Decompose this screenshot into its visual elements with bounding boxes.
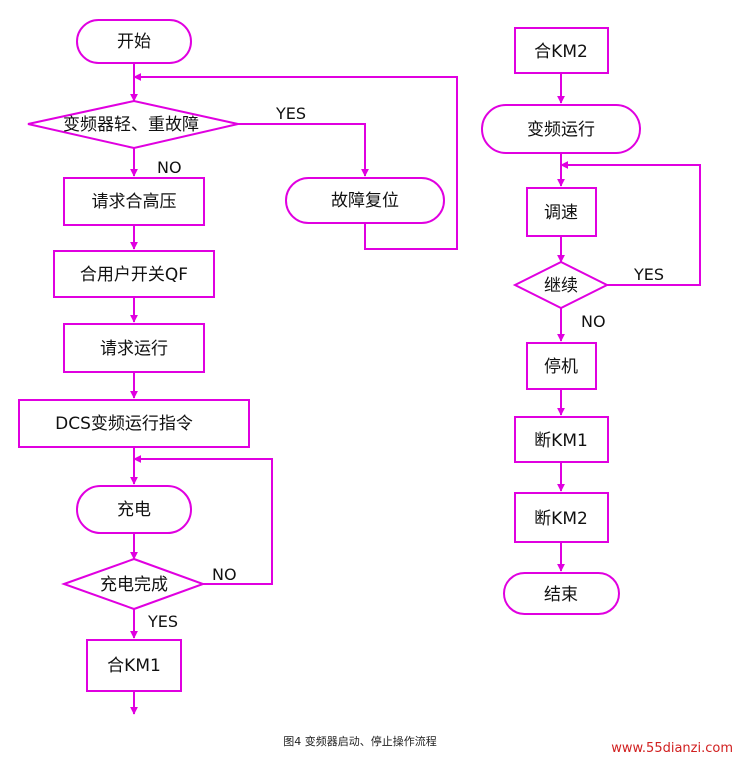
node-dcs-command-label: DCS变频运行指令 xyxy=(55,414,193,434)
edge-label-fault-no: NO xyxy=(157,158,182,177)
decision-charge-done-label: 充电完成 xyxy=(100,575,168,595)
node-speed-adjust-label: 调速 xyxy=(544,203,578,223)
node-open-km1: 断KM1 xyxy=(514,416,609,463)
decision-charge-done: 充电完成 xyxy=(61,557,206,611)
edge-label-fault-yes: YES xyxy=(275,104,306,123)
node-charge-label: 充电 xyxy=(117,500,151,520)
node-end: 结束 xyxy=(503,572,620,615)
node-open-km1-label: 断KM1 xyxy=(534,431,588,451)
node-start-label: 开始 xyxy=(117,32,151,52)
node-vfd-run: 变频运行 xyxy=(481,104,641,154)
edge-reset-loop-back xyxy=(133,73,458,250)
node-close-km1-label: 合KM1 xyxy=(107,656,161,676)
decision-continue-label: 继续 xyxy=(544,276,578,296)
edge-done-no-loop xyxy=(133,455,273,585)
node-speed-adjust: 调速 xyxy=(526,187,597,237)
decision-fault-check: 变频器轻、重故障 xyxy=(27,99,239,150)
node-close-km2-label: 合KM2 xyxy=(534,42,588,62)
node-open-km2: 断KM2 xyxy=(514,492,609,543)
node-fault-reset: 故障复位 xyxy=(285,177,445,224)
node-start: 开始 xyxy=(76,19,192,64)
node-vfd-run-label: 变频运行 xyxy=(527,120,595,140)
edge-continue-yes-loop xyxy=(560,161,701,286)
watermark: www.55dianzi.com xyxy=(611,741,733,756)
node-stop: 停机 xyxy=(526,342,597,390)
node-end-label: 结束 xyxy=(544,585,578,605)
node-close-km1: 合KM1 xyxy=(86,639,182,692)
edge-label-continue-yes: YES xyxy=(633,265,664,284)
node-stop-label: 停机 xyxy=(544,357,578,377)
node-request-run-label: 请求运行 xyxy=(100,339,168,359)
node-close-km2: 合KM2 xyxy=(514,27,609,74)
edge-fault-yes-to-reset xyxy=(238,123,369,177)
node-charge: 充电 xyxy=(76,485,192,534)
node-request-run: 请求运行 xyxy=(63,323,205,373)
edge-label-charge-yes: YES xyxy=(147,612,178,631)
node-request-hv: 请求合高压 xyxy=(63,177,205,226)
figure-caption: 图4 变频器启动、停止操作流程 xyxy=(283,734,437,748)
decision-fault-check-label: 变频器轻、重故障 xyxy=(63,115,199,135)
node-request-hv-label: 请求合高压 xyxy=(92,192,177,212)
node-close-qf-label: 合用户开关QF xyxy=(80,265,188,285)
decision-continue: 继续 xyxy=(512,260,610,310)
node-dcs-command: DCS变频运行指令 xyxy=(18,399,250,448)
edge-label-continue-no: NO xyxy=(581,312,606,331)
edge-label-charge-no: NO xyxy=(212,565,237,584)
node-fault-reset-label: 故障复位 xyxy=(331,191,399,211)
node-close-qf: 合用户开关QF xyxy=(53,250,215,298)
node-open-km2-label: 断KM2 xyxy=(534,509,588,529)
